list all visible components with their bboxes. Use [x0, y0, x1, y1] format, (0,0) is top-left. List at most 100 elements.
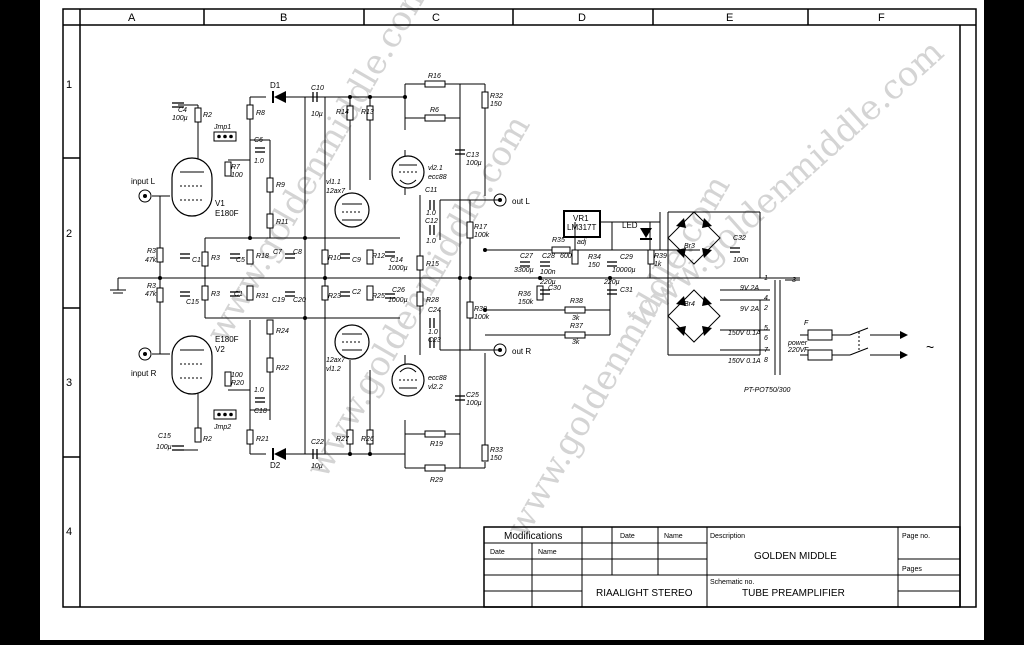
component-label-c18v: 1.0 — [254, 387, 264, 394]
component-label-t2: 9V 2A — [740, 306, 759, 313]
diode-d2 — [272, 448, 286, 460]
tube-vl2-2-type: ecc88 — [428, 375, 447, 382]
component-label-r11: R11 — [276, 219, 288, 226]
grid-column-labels: A B C D E F — [128, 12, 885, 24]
component-label-r6: R6 — [430, 107, 439, 114]
component-label-r36v: 150k — [518, 299, 534, 306]
component-label-c22v: 10µ — [311, 463, 323, 470]
grid-row-2: 2 — [66, 228, 72, 240]
component-label-t4: 150V 0.1A — [728, 358, 761, 365]
component-label-r3c: R3 — [147, 283, 156, 290]
component-label-r8: R8 — [256, 110, 265, 117]
fuse-1 — [807, 329, 833, 341]
component-label-c28v: 100n — [540, 269, 556, 276]
tb-page-no: Page no. — [902, 533, 930, 540]
fuse-2 — [807, 349, 833, 361]
component-label-r38v: 3k — [572, 315, 580, 322]
component-label-c11: C11 — [425, 187, 437, 194]
component-label-r36: R36 — [518, 291, 531, 298]
mains-arrows — [900, 331, 908, 359]
component-label-c4v: 100µ — [172, 115, 188, 122]
tb-date-2: Date — [620, 533, 635, 540]
component-label-r35: R35 — [552, 237, 565, 244]
component-label-c10v: 10µ — [311, 111, 323, 118]
component-label-r25: R25 — [372, 293, 385, 300]
component-label-c2: C2 — [352, 289, 361, 296]
component-label-r3a: R3 — [147, 248, 156, 255]
tube-vl1-2-type: 12ax7 — [326, 357, 346, 364]
component-label-c26v: 1000µ — [388, 297, 408, 304]
component-label-c19: C19 — [272, 297, 285, 304]
component-label-r19: R19 — [430, 441, 443, 448]
regulator-vr1: VR1 LM317T adj — [563, 210, 601, 246]
component-label-pin6: 6 — [764, 335, 768, 342]
component-label-c31: C31 — [620, 287, 633, 294]
component-label-t1: 9V 2A — [740, 285, 759, 292]
component-label-r17: R17 — [474, 224, 488, 231]
tb-name-2: Name — [664, 533, 683, 540]
component-label-r34v: 150 — [588, 262, 600, 269]
jumper-jmp1[interactable] — [213, 131, 237, 142]
power-switch[interactable] — [849, 327, 869, 356]
input-l-label: input L — [131, 177, 156, 186]
component-label-c4: C4 — [178, 107, 187, 114]
component-label-jmp2: Jmp2 — [213, 424, 231, 431]
component-label-r26: R26 — [361, 436, 374, 443]
component-label-r10: R10 — [328, 255, 341, 262]
input-r-label: input R — [131, 369, 157, 378]
component-label-c12v: 1.0 — [426, 238, 436, 245]
diode-d1 — [272, 91, 286, 103]
component-label-r39v: 1k — [654, 261, 662, 268]
component-label-r3b: R3 — [211, 255, 220, 262]
component-label-r15: R15 — [426, 261, 439, 268]
grid-row-1: 1 — [66, 79, 72, 91]
component-label-r38: R38 — [570, 298, 583, 305]
component-label-r33v: 150 — [490, 455, 502, 462]
out-r-jack[interactable] — [493, 343, 507, 357]
component-label-r31: R31 — [256, 293, 269, 300]
component-label-c32v: 100n — [733, 257, 749, 264]
component-label-c9: C9 — [352, 257, 361, 264]
out-l-label: out L — [512, 197, 530, 206]
tb-schematic: TUBE PREAMPLIFIER — [742, 588, 845, 599]
br4-label: Br4 — [684, 301, 695, 308]
component-label-r27: R27 — [336, 436, 350, 443]
tube-vl2-1: vl2.1 ecc88 — [391, 155, 447, 189]
component-label-r14: R14 — [336, 109, 349, 116]
component-label-r3av: 47k — [145, 257, 157, 264]
grid-row-labels: 1 2 3 4 — [66, 79, 72, 538]
tube-vl1-1-type: 12ax7 — [326, 188, 346, 195]
grid-col-d: D — [578, 12, 586, 24]
component-label-fuse2: F — [804, 347, 809, 354]
jumper-jmp2[interactable] — [213, 409, 237, 420]
component-label-c12: C12 — [425, 218, 438, 225]
vr1-adj: adj — [577, 239, 587, 246]
component-label-pin1: 1 — [764, 275, 768, 282]
tube-v1: V1 E180F — [171, 157, 239, 218]
component-label-r39: R39 — [654, 253, 667, 260]
component-label-c1b: C1 — [234, 291, 243, 298]
out-l-jack[interactable] — [493, 193, 507, 207]
component-label-c6v: 1.0 — [254, 158, 264, 165]
component-label-c6: C6 — [254, 137, 263, 144]
grid-col-a: A — [128, 12, 136, 24]
input-r-jack[interactable] — [138, 347, 152, 361]
component-label-r7: R7 — [231, 164, 241, 171]
component-label-r32: R32 — [490, 93, 503, 100]
br3-label: Br3 — [684, 243, 695, 250]
grid-row-3: 3 — [66, 377, 72, 389]
component-label-r20: R20 — [231, 380, 244, 387]
input-l-jack[interactable] — [138, 189, 152, 203]
led-label: LED — [622, 221, 638, 230]
tube-vl2-1-type: ecc88 — [428, 174, 447, 181]
component-label-r23: R23 — [328, 293, 341, 300]
component-label-c13v: 100µ — [466, 160, 482, 167]
component-label-r29: R29 — [430, 477, 443, 484]
grid-col-e: E — [726, 12, 733, 24]
component-label-r16: R16 — [428, 73, 441, 80]
grid-col-b: B — [280, 12, 287, 24]
component-label-t3: 150V 0.1A — [728, 330, 761, 337]
component-label-r28: R28 — [426, 297, 439, 304]
vr1-name: VR1 — [573, 214, 589, 223]
